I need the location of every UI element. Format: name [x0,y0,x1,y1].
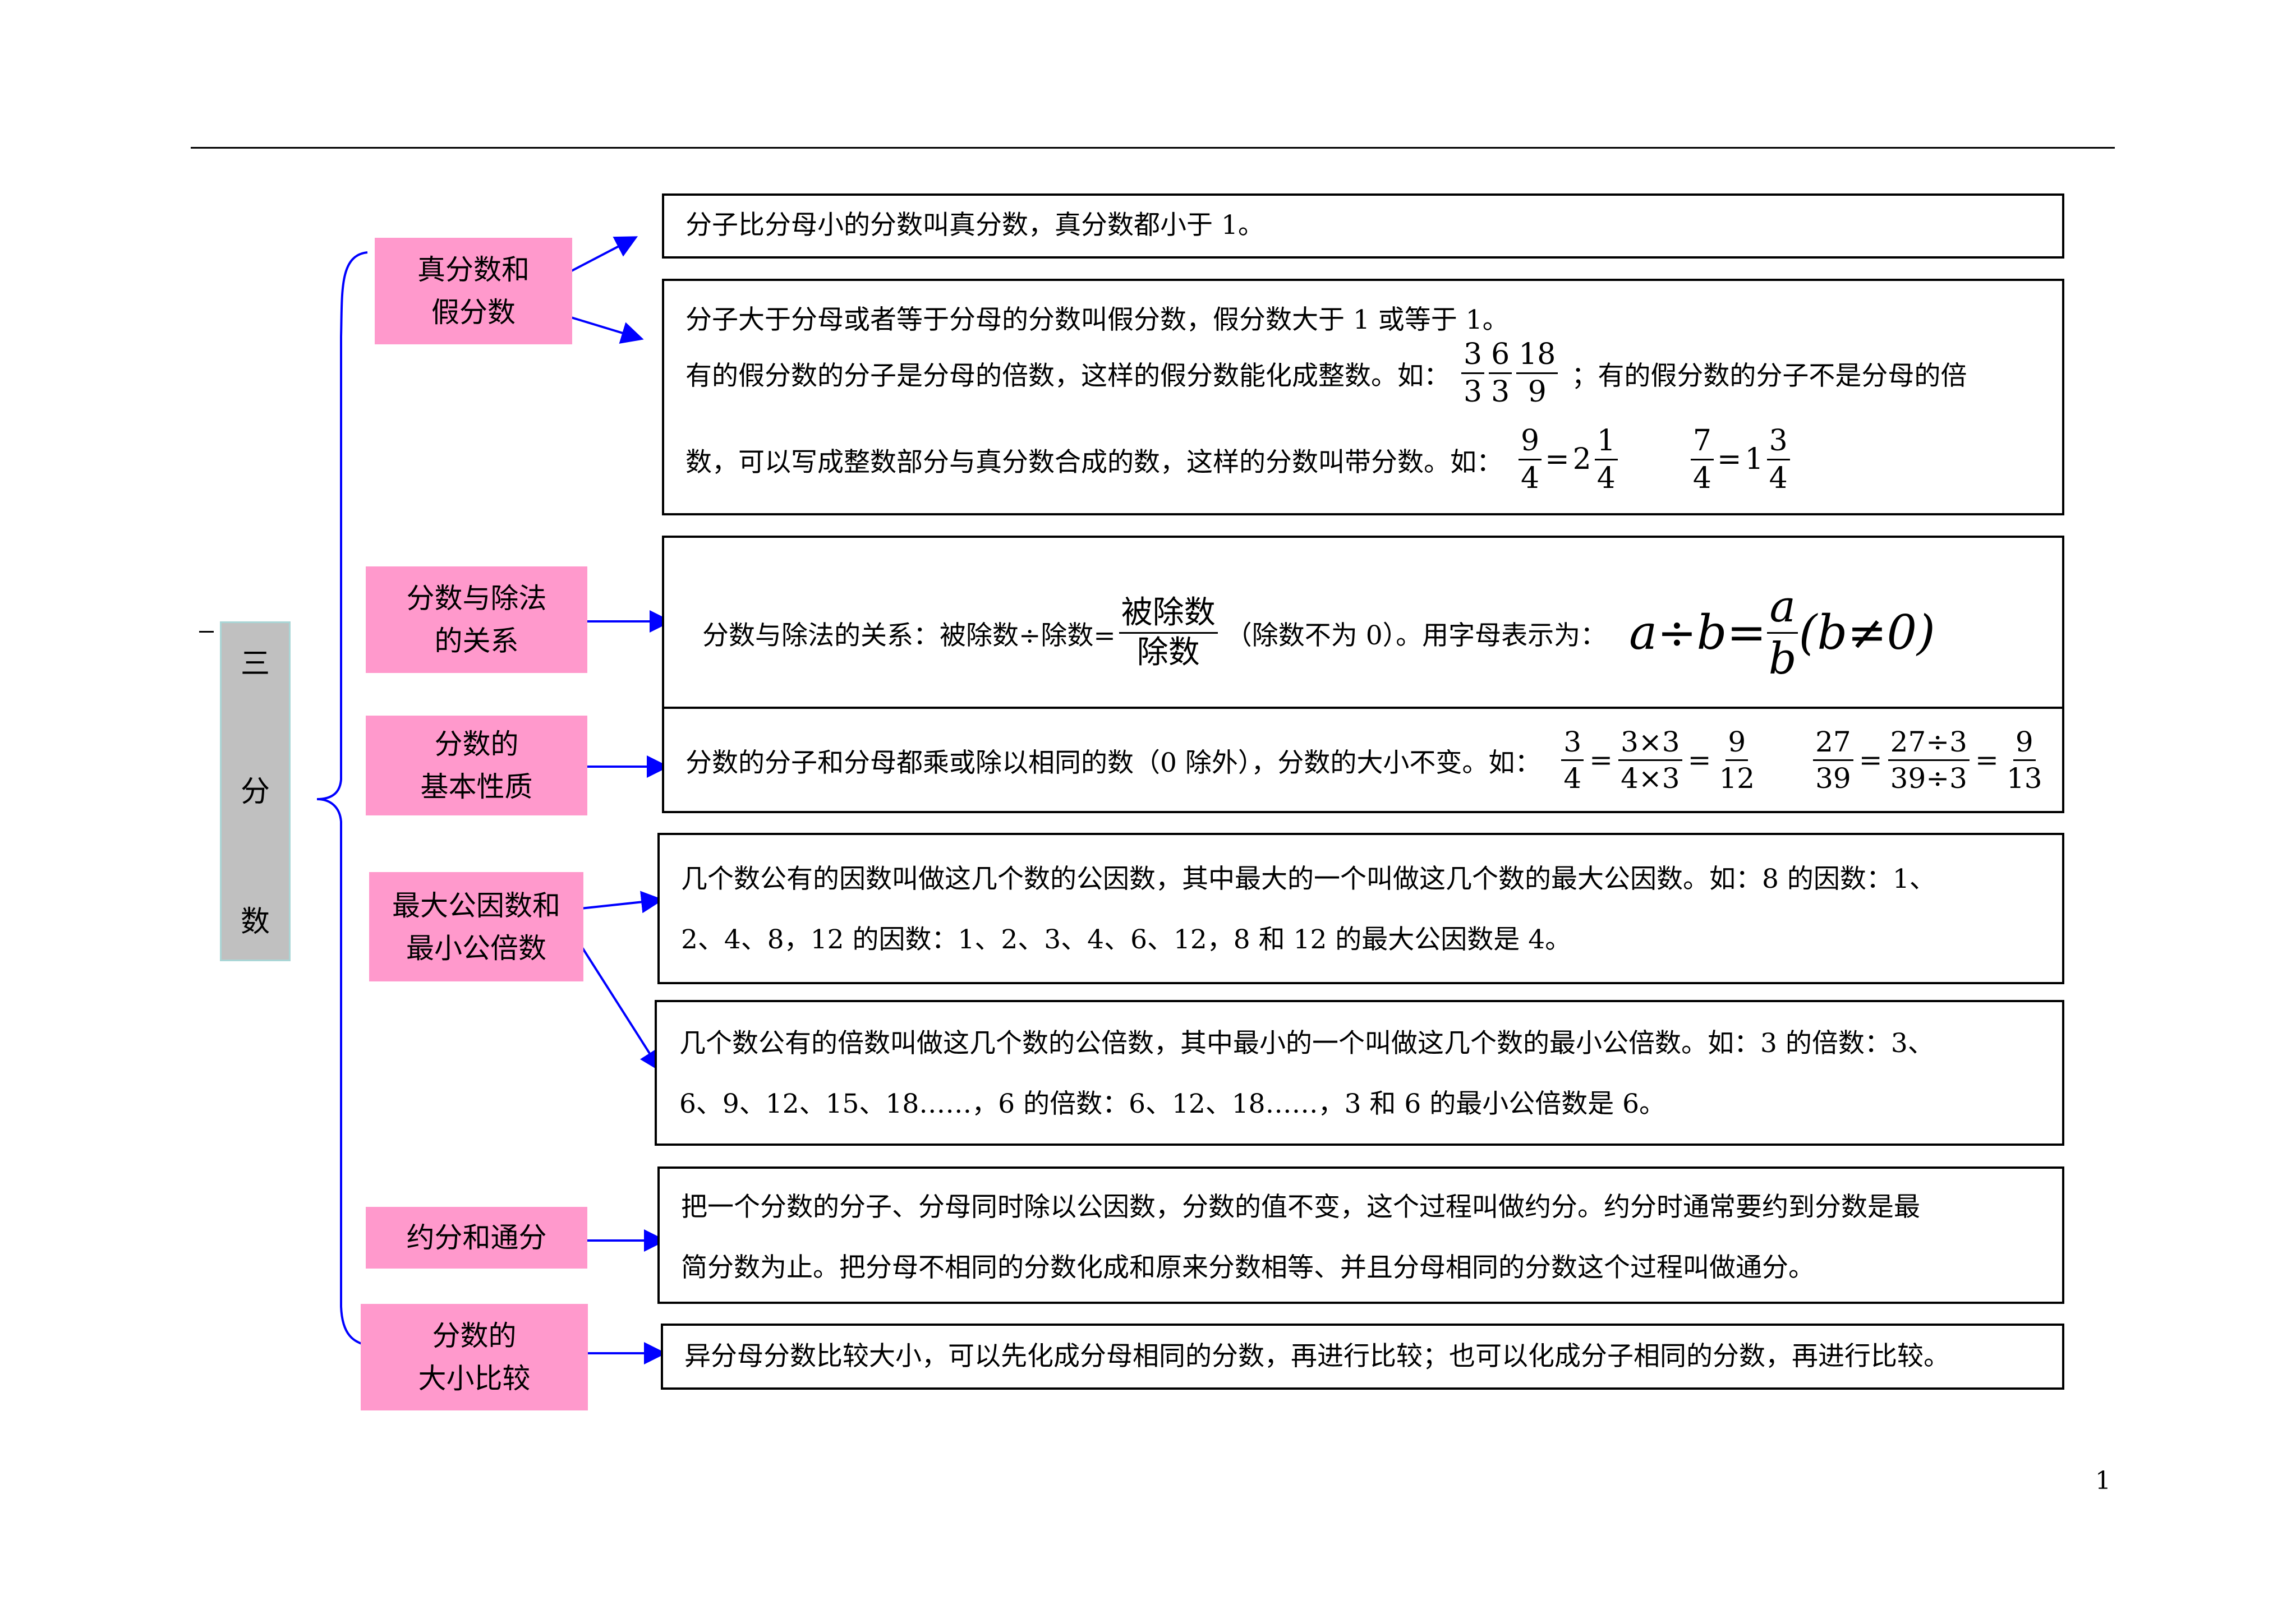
main-topic-char-2: 分 [240,775,270,809]
topic-label-line: 最小公倍数 [406,932,546,965]
reduce-line1: 把一个分数的分子、分母同时除以公因数，分数的值不变，这个过程叫做约分。约分时通常… [681,1192,1920,1223]
topic-basic-property: 分数的基本性质 [366,716,587,815]
arrow-proper [569,236,638,273]
compare-text: 异分母分数比较大小，可以先化成分母相同的分数，再进行比较；也可以化成分子相同的分… [684,1341,1950,1372]
outline-dash [199,631,214,633]
arrow-improper [569,316,644,344]
proper-text: 分子比分母小的分数叫真分数，真分数都小于 1。 [685,210,1264,241]
gcd-line2: 2、4、8，12 的因数：1、2、3、4、6、12，8 和 12 的最大公因数是… [681,924,1572,955]
main-topic-box: 三 分 数 [220,621,291,961]
topic-label-line: 分数的 [434,728,519,760]
division-text-b: （除数不为 0）。用字母表示为： [1225,620,1607,651]
gcd-line1: 几个数公有的因数叫做这几个数的公因数，其中最大的一个叫做这几个数的最大公因数。如… [681,864,1936,895]
topic-label-line: 真分数和 [417,253,530,286]
topic-label-line: 基本性质 [420,771,533,803]
box-division: 分数与除法的关系：被除数÷除数= 被除数除数 （除数不为 0）。用字母表示为： … [662,536,2064,725]
division-text: 分数与除法的关系：被除数÷除数= [702,620,1116,651]
topic-gcd-lcm: 最大公因数和最小公倍数 [369,872,583,981]
topic-label-line: 假分数 [431,296,516,329]
box-proper-fraction: 分子比分母小的分数叫真分数，真分数都小于 1。 [662,193,2064,259]
topic-label-line: 大小比较 [418,1362,531,1395]
topic-label-line: 约分和通分 [406,1221,547,1254]
main-topic-char-1: 三 [240,647,270,681]
improper-line1: 分子大于分母或者等于分母的分数叫假分数，假分数大于 1 或等于 1。 [685,305,1509,335]
topic-division: 分数与除法的关系 [366,566,587,673]
box-reduce: 把一个分数的分子、分母同时除以公因数，分数的值不变，这个过程叫做约分。约分时通常… [657,1166,2064,1304]
improper-line3-text: 数，可以写成整数部分与真分数合成的数，这样的分数叫带分数。如： [685,446,1503,478]
topic-label-line: 最大公因数和 [392,889,560,922]
topic-label-line: 分数的 [432,1320,517,1352]
box-lcm: 几个数公有的倍数叫做这几个数的公倍数，其中最小的一个叫做这几个数的最小公倍数。如… [655,1000,2064,1146]
main-brace [316,251,371,1347]
box-improper-fraction: 分子大于分母或者等于分母的分数叫假分数，假分数大于 1 或等于 1。 有的假分数… [662,279,2064,515]
topic-reduce-common: 约分和通分 [366,1207,587,1269]
box-gcd: 几个数公有的因数叫做这几个数的公因数，其中最大的一个叫做这几个数的最大公因数。如… [657,833,2064,984]
division-word-fraction: 被除数除数 [1119,597,1218,668]
arrow-lcm [579,944,662,1072]
arrow-gcd [580,891,664,914]
division-line: 分数与除法的关系：被除数÷除数= 被除数除数 （除数不为 0）。用字母表示为： … [702,538,1935,727]
improper-line2-text-b: ；有的假分数的分子不是分母的倍 [1571,360,1967,391]
lcm-line1: 几个数公有的倍数叫做这几个数的公倍数，其中最小的一个叫做这几个数的最小公倍数。如… [679,1028,1934,1059]
topic-proper-improper: 真分数和假分数 [375,238,572,344]
main-topic-char-3: 数 [240,905,270,939]
page-number: 1 [2095,1467,2111,1495]
basic-text: 分数的分子和分母都乘或除以相同的数（0 除外），分数的大小不变。如： [685,747,1542,778]
topic-label-line: 分数与除法 [406,582,547,615]
lcm-line2: 6、9、12、15、18……，6 的倍数：6、12、18……，3 和 6 的最小… [679,1089,1666,1119]
box-compare: 异分母分数比较大小，可以先化成分母相同的分数，再进行比较；也可以化成分子相同的分… [661,1324,2064,1390]
topic-label-line: 的关系 [434,625,519,657]
improper-line2-text: 有的假分数的分子是分母的倍数，这样的假分数能化成整数。如： [685,360,1450,391]
header-rule [191,147,2115,149]
reduce-line2: 简分数为止。把分母不相同的分数化成和原来分数相等、并且分母相同的分数这个过程叫做… [681,1252,1815,1283]
topic-compare: 分数的大小比较 [361,1304,588,1410]
